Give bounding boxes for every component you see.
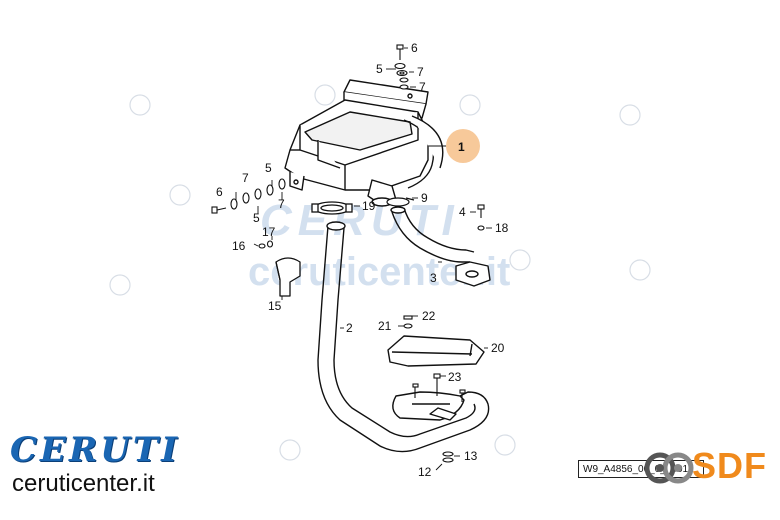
sdf-logo: SDF (640, 444, 776, 492)
callout-5-left-a: 5 (265, 161, 272, 175)
callout-23: 23 (448, 370, 462, 384)
callout-6-top: 6 (411, 41, 418, 55)
callout-7-left-a: 7 (242, 171, 249, 185)
ceruti-branding: CERUTI ceruticenter.it (10, 432, 240, 502)
callout-5-left-b: 5 (253, 211, 260, 225)
callout-16: 16 (232, 239, 246, 253)
callout-5-top: 5 (376, 62, 383, 76)
callout-20: 20 (491, 341, 505, 355)
callout-1: 1 (458, 140, 465, 154)
ceruti-url: ceruticenter.it (12, 470, 155, 497)
callout-6-left: 6 (216, 185, 223, 199)
callout-22: 22 (422, 309, 436, 323)
part-9-clamp (386, 197, 415, 207)
callout-13: 13 (464, 449, 478, 463)
watermark-badges (109, 84, 651, 461)
hardware (211, 44, 485, 463)
callout-2: 2 (346, 321, 353, 335)
callout-15: 15 (268, 299, 282, 313)
sdf-gear-icon (644, 452, 694, 484)
watermark-brand: CERUTI (260, 196, 460, 245)
callout-7-top-a: 7 (417, 65, 424, 79)
callout-18: 18 (495, 221, 509, 235)
callout-1-highlight (446, 129, 480, 163)
part-19-clamp (311, 201, 353, 215)
callout-7-top-b: 7 (419, 80, 426, 94)
callout-17: 17 (262, 225, 276, 239)
part-1-housing (284, 79, 444, 207)
callout-21: 21 (378, 319, 392, 333)
leader-lines (235, 47, 492, 471)
callout-12: 12 (418, 465, 432, 479)
sdf-logo-text: SDF (692, 445, 767, 486)
callout-7-left-b: 7 (278, 197, 285, 211)
callout-4: 4 (459, 205, 466, 219)
callout-9: 9 (421, 191, 428, 205)
part-20-heat-shield (387, 335, 485, 367)
callout-labels: 1 2 3 4 5 5 5 6 6 7 7 7 7 9 12 13 15 16 … (216, 41, 509, 479)
callout-3: 3 (430, 271, 437, 285)
ceruti-logo-text: CERUTI (10, 430, 181, 470)
callout-19: 19 (362, 199, 376, 213)
part-15-bracket (275, 257, 301, 297)
part-3-elbow-pipe (390, 206, 491, 287)
